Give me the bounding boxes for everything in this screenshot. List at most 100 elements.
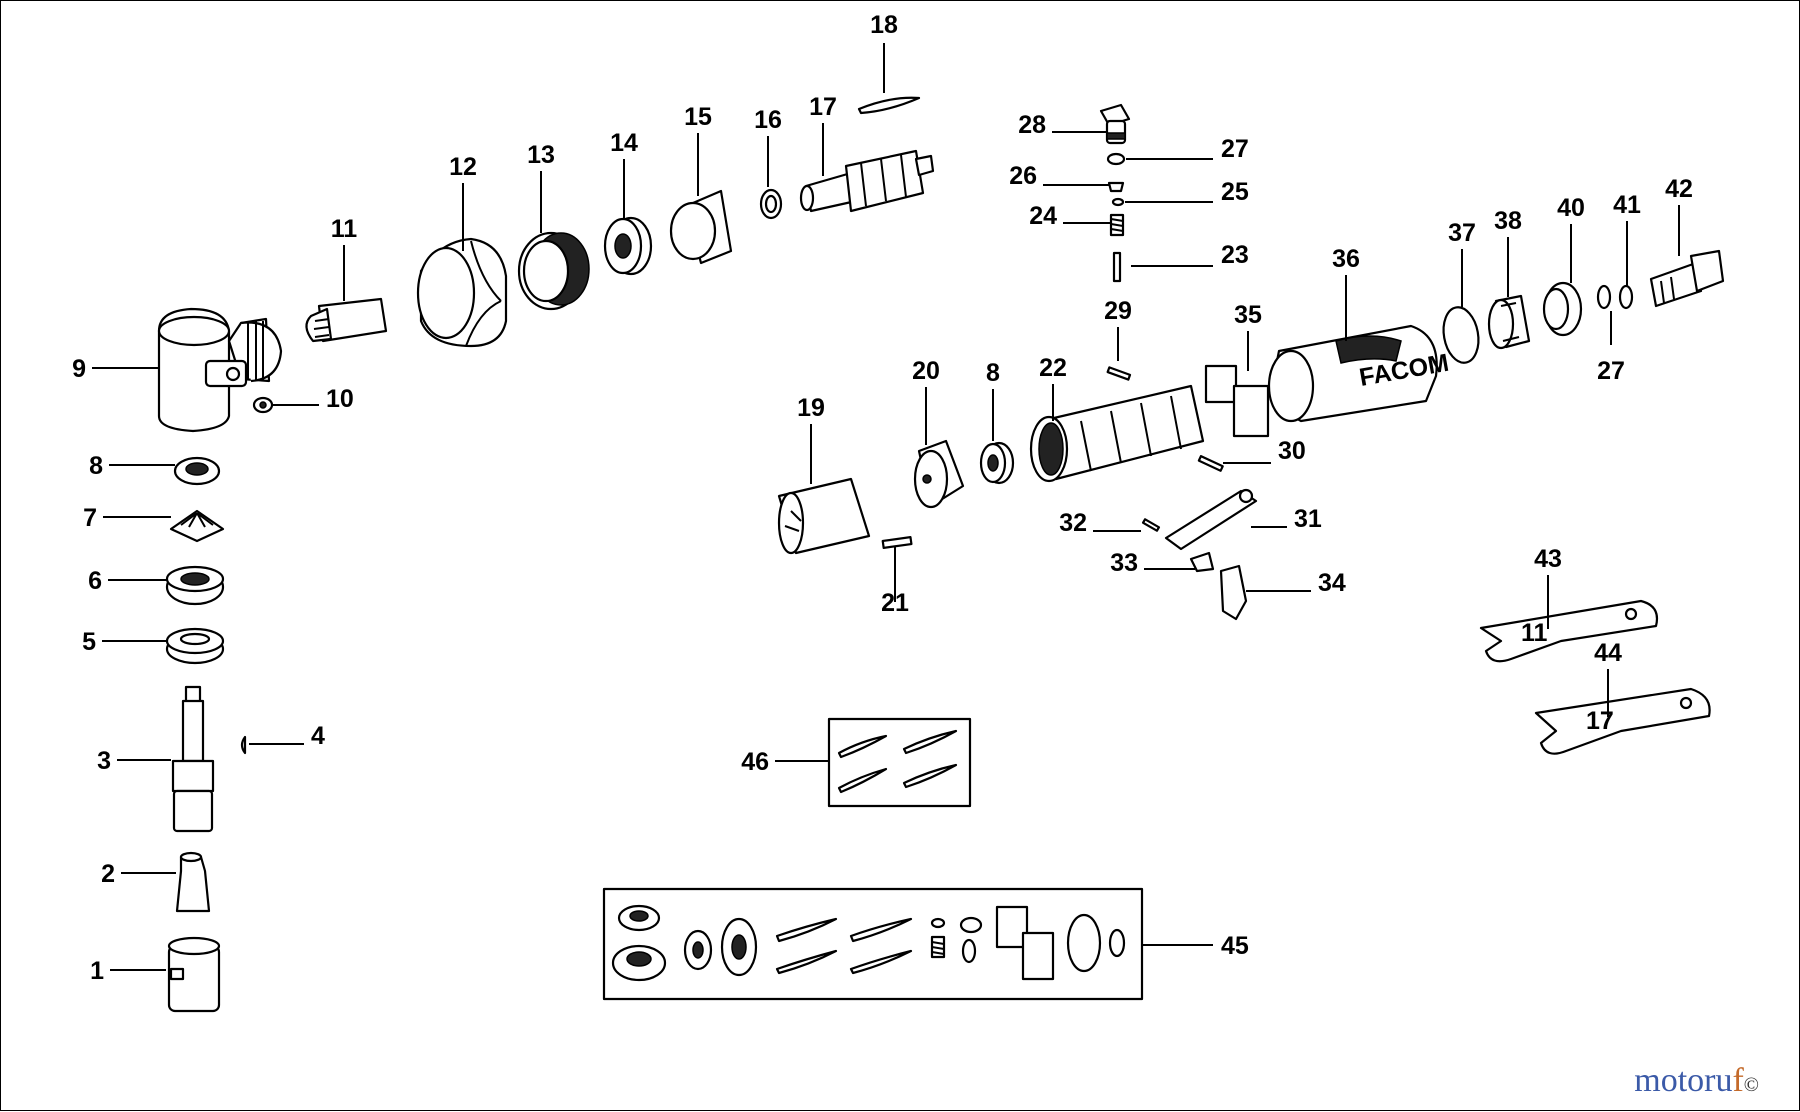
callout-45: 45 [1221,932,1249,960]
callout-31: 31 [1294,505,1322,533]
callout-22: 22 [1039,354,1067,382]
callout-30: 30 [1278,437,1306,465]
part-10-screw [252,396,274,414]
part-45-service-kit [602,887,1144,1001]
part-8-bearing [173,456,221,486]
callout-1: 1 [90,957,104,985]
part-46-vane-kit [827,717,972,808]
wrench-43-size: 11 [1521,619,1548,647]
part-12-housing-nut [416,237,508,348]
part-8-bearing-middle [979,441,1015,485]
watermark-copyright: © [1743,1074,1759,1096]
callout-38: 38 [1494,207,1522,235]
part-40-ring [1542,281,1583,337]
callout-7: 7 [83,504,97,532]
part-30-pin [1197,455,1224,472]
callout-43: 43 [1534,545,1562,573]
callout-34: 34 [1318,569,1346,597]
callout-21: 21 [881,589,909,617]
part-5-nut [165,627,225,665]
callout-18: 18 [870,11,898,39]
callout-26: 26 [1009,162,1037,190]
callout-25: 25 [1221,178,1249,206]
callout-11: 11 [331,215,358,243]
part-4-pin [240,735,247,755]
part-37-o-ring [1442,306,1480,364]
part-2-collet [175,851,211,913]
part-20-end-plate [913,439,965,509]
callout-3: 3 [97,747,111,775]
callout-23: 23 [1221,241,1249,269]
part-6-bearing [165,565,225,606]
part-27-o-ring-right [1618,284,1634,310]
part-3-spindle [171,685,215,833]
callout-17: 17 [809,93,837,121]
part-13-threaded-ring [517,231,590,311]
callout-13: 13 [527,141,555,169]
part-42-air-inlet [1649,249,1725,308]
callout-29: 29 [1104,297,1132,325]
watermark: motoruf© [1634,1062,1759,1100]
callout-46: 46 [741,748,769,776]
callout-44: 44 [1594,639,1622,667]
part-44-wrench: 17 [1534,687,1711,755]
part-9-angle-head [157,307,283,433]
part-24-spring [1109,213,1125,237]
part-22-motor-housing [1029,384,1205,483]
callout-35: 35 [1234,301,1262,329]
callout-5: 5 [82,628,96,656]
callout-8: 8 [89,452,103,480]
part-34-trigger [1219,564,1248,621]
callout-20: 20 [912,357,940,385]
part-23-pin [1112,251,1122,283]
part-43-wrench: 11 [1479,599,1659,663]
part-26-valve [1107,181,1125,193]
part-38-nut [1487,294,1531,350]
part-11-pinion-shaft [305,297,388,343]
callout-36: 36 [1332,245,1360,273]
callout-42: 42 [1665,175,1693,203]
callout-8: 8 [986,359,1000,387]
callout-14: 14 [610,129,638,157]
callout-12: 12 [449,153,477,181]
callout-4: 4 [311,722,325,750]
callout-19: 19 [797,394,825,422]
callout-27: 27 [1221,135,1249,163]
callout-15: 15 [684,103,712,131]
part-25-o-ring [1111,197,1125,207]
part-14-bearing [603,216,653,276]
callout-40: 40 [1557,194,1585,222]
watermark-text-1: motoru [1634,1062,1733,1099]
callout-27: 27 [1597,357,1625,385]
callout-41: 41 [1613,191,1641,219]
callout-6: 6 [88,567,102,595]
part-21-pin [881,535,913,550]
callout-24: 24 [1029,202,1057,230]
part-41-ring [1596,284,1612,310]
watermark-text-2: f [1732,1062,1744,1099]
part-32-pin [1141,518,1161,532]
part-15-end-plate [669,189,733,265]
callout-16: 16 [754,106,782,134]
part-27-o-ring [1106,152,1126,166]
callout-10: 10 [326,385,354,413]
part-33-spring [1189,551,1215,573]
part-18-vane [857,96,921,115]
part-35-blocks [1204,364,1270,438]
callout-28: 28 [1018,111,1046,139]
wrench-44-size: 17 [1586,707,1614,735]
part-19-cylinder [777,477,871,555]
callout-9: 9 [72,355,86,383]
part-36-handle-housing: FACOM [1267,324,1451,423]
callout-32: 32 [1059,509,1087,537]
part-29-pin [1106,366,1132,381]
part-1-collet-nut [167,936,221,1013]
callout-33: 33 [1110,549,1138,577]
part-17-rotor [799,149,935,213]
callout-37: 37 [1448,219,1476,247]
callout-2: 2 [101,860,115,888]
part-31-lever [1164,488,1258,551]
